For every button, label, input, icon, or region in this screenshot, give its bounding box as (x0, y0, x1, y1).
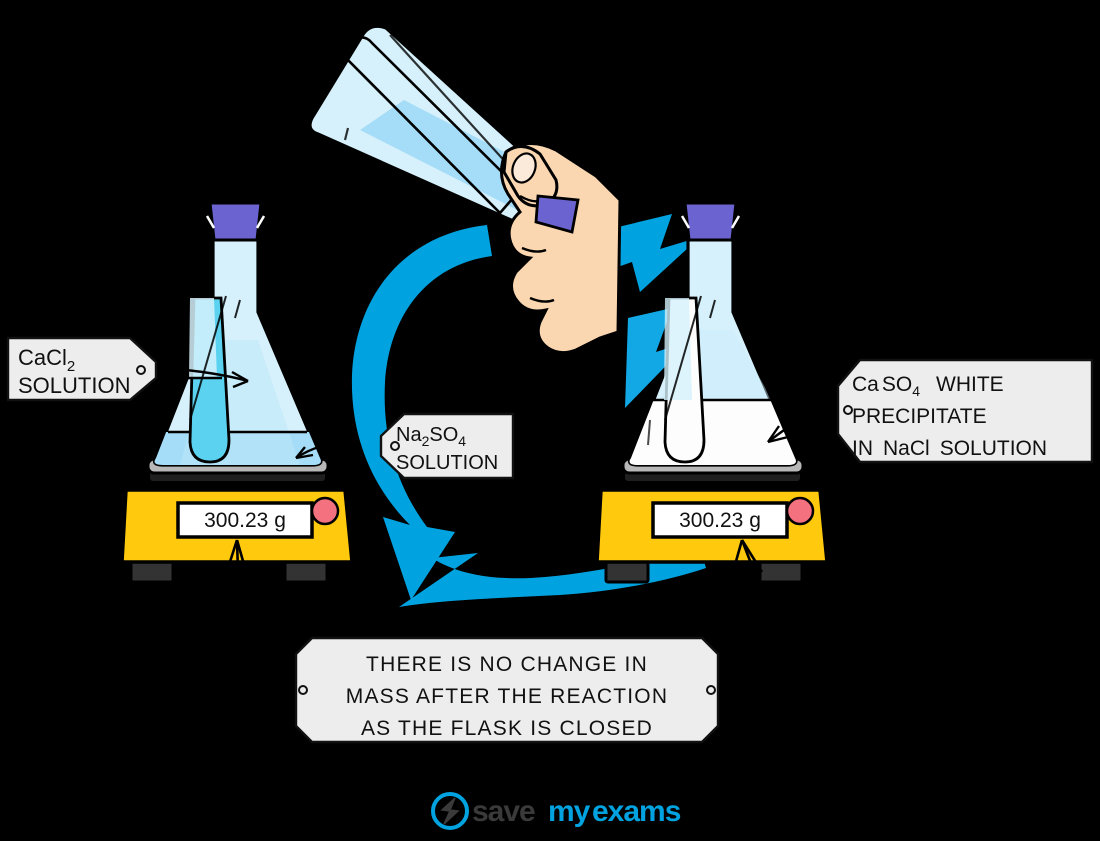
lightning-bolt-circle-icon (440, 797, 460, 825)
right-apparatus: 300.23 g (595, 201, 829, 584)
right-flask-stopper (683, 201, 738, 242)
left-pointer-line-c (235, 539, 240, 573)
bottom-note-label: THERE IS NO CHANGE IN MASS AFTER THE REA… (294, 636, 720, 744)
right-precipitate-arrow-head (767, 425, 789, 444)
left-flask-stopper (208, 201, 263, 242)
right-stopper-wing-right (730, 215, 741, 229)
left-tag-shape (6, 336, 158, 402)
bottom-note-eyelet-left (298, 685, 308, 695)
left-tag-line2: SOLUTION (18, 373, 130, 398)
right-flask-highlight-3 (742, 314, 748, 334)
left-liquid-arrow-shaft (164, 366, 249, 383)
right-precipitate-arrow-shaft (767, 418, 801, 443)
left-apparatus: 300.23 g (120, 201, 354, 584)
top-ribbon-arrow-tail (625, 308, 690, 408)
left-inner-tube-headspace (189, 298, 217, 378)
logo-circle (431, 792, 469, 830)
left-balance-power-button[interactable] (310, 496, 340, 526)
right-pointer-line-c (740, 539, 764, 573)
right-flask-highlight-4 (647, 419, 651, 446)
right-pointer-line-a (731, 539, 744, 573)
right-flask-highlight-2 (709, 299, 716, 319)
right-balance-reading: 300.23 g (679, 509, 761, 532)
right-stopper-wing-left (680, 215, 691, 229)
logo-word-my: my (548, 795, 591, 828)
right-tag-eyelet (843, 405, 853, 415)
pouring-flask-highlight-1 (389, 34, 521, 179)
pouring-flask-stopper (534, 194, 580, 234)
center-label-tag: Na2SO4 SOLUTION (379, 412, 515, 480)
save-my-exams-logo: save my exams (431, 792, 682, 830)
right-flask-highlight-1 (664, 295, 702, 421)
center-tag-eyelet (390, 441, 400, 451)
bottom-note-eyelet-right (706, 685, 716, 695)
right-tag-line2: PRECIPITATE (852, 405, 987, 428)
left-tag-line1: CaCl2 (18, 345, 75, 375)
left-flask-highlight-2 (234, 299, 241, 319)
fingernail (511, 152, 537, 184)
pouring-flask-highlight-2 (429, 61, 439, 73)
left-base-arrow-head (295, 446, 314, 460)
cycle-arrow-path (351, 225, 492, 600)
cycle-arrow (351, 225, 492, 600)
left-stopper-wing-left (205, 215, 216, 229)
bottom-note-shape (294, 636, 720, 744)
bottom-note-line3: AS THE FLASK IS CLOSED (361, 717, 653, 740)
bottom-note-line2: MASS AFTER THE REACTION (346, 685, 668, 708)
bottom-ribbon-arrow-path (399, 548, 706, 607)
bottom-ribbon-arrow (399, 548, 706, 607)
left-flask-highlight-3 (267, 314, 273, 334)
left-flask-highlight-1 (189, 295, 227, 421)
center-tag-shape (379, 412, 515, 480)
right-flask-precipitate (629, 400, 796, 465)
right-balance-display (651, 501, 789, 539)
logo-word-save: save (472, 795, 535, 828)
right-balance-power-button[interactable] (785, 496, 815, 526)
right-tag-shape (836, 358, 1094, 464)
left-pointer-line-a (226, 539, 239, 569)
left-tag-eyelet (136, 365, 146, 375)
right-inner-tube-headspace (664, 298, 692, 400)
left-liquid-arrow-head (231, 370, 249, 389)
logo-word-exams: exams (592, 795, 681, 828)
bottom-note-line1: THERE IS NO CHANGE IN (366, 653, 648, 676)
center-tag-line2: SOLUTION (396, 452, 498, 474)
pouring-flask-and-hand (308, 24, 622, 355)
left-balance-reading: 300.23 g (204, 509, 286, 532)
pouring-flask-highlight-3 (343, 127, 350, 141)
knuckle-line-3 (529, 296, 555, 303)
pouring-inner-tube (343, 36, 522, 215)
center-tag-line1: Na2SO4 (396, 424, 466, 449)
knuckle-line-2 (521, 246, 547, 253)
left-label-tag: CaCl2 SOLUTION (6, 336, 158, 402)
left-balance-display (176, 501, 314, 539)
left-stopper-wing-right (255, 215, 266, 229)
